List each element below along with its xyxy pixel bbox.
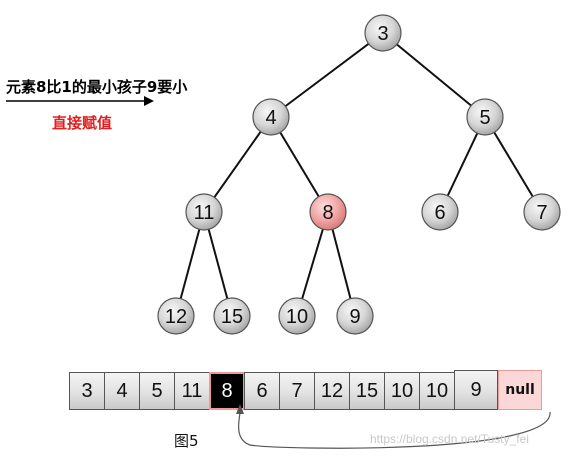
array-cell: 5 (139, 372, 175, 410)
annotation-line2: 直接赋值 (52, 114, 113, 132)
tree-node-label: 11 (194, 202, 215, 224)
array-cell: 10 (384, 372, 420, 410)
tree-node: 9 (336, 297, 374, 335)
array-cell: 6 (244, 372, 280, 410)
array-cell: 9 (454, 370, 498, 410)
tree-node-circle (336, 297, 374, 335)
tree-node: 8 (309, 193, 347, 231)
tree-node-label: 3 (377, 23, 388, 45)
right-arrow-icon (6, 96, 154, 106)
array-cell: 4 (104, 372, 140, 410)
figure-caption: 图5 (174, 432, 199, 450)
tree-node: 7 (523, 193, 561, 231)
tree-node-circle (185, 193, 223, 231)
tree-node-circle (364, 14, 402, 52)
array-cell: 3 (69, 372, 105, 410)
tree-node-label: 6 (434, 202, 445, 224)
tree-node-label: 12 (165, 306, 187, 328)
array-cell-highlight: 8 (209, 372, 245, 410)
tree-node: 12 (157, 297, 195, 335)
array-cell: 7 (279, 372, 315, 410)
heap-tree: 3 4 5 11 8 6 7 12 15 10 9 (157, 14, 561, 335)
array-cell: 15 (349, 372, 385, 410)
tree-node-label: 7 (536, 202, 547, 224)
array-cell: 11 (174, 372, 210, 410)
tree-edge (203, 116, 272, 213)
tree-node-circle (157, 297, 195, 335)
tree-node-circle (278, 297, 316, 335)
tree-edge (270, 32, 384, 118)
array-cell: 10 (419, 372, 455, 410)
tree-node: 4 (252, 98, 290, 136)
tree-node: 6 (421, 193, 459, 231)
array-cell-null: null (498, 370, 542, 410)
tree-node-circle (421, 193, 459, 231)
tree-node: 3 (364, 14, 402, 52)
tree-node-label: 8 (322, 202, 333, 224)
tree-node-circle (213, 297, 251, 335)
annotation-line1: 元素8比1的最小孩子9要小 (6, 78, 188, 96)
tree-node-circle (252, 98, 290, 136)
tree-node-label: 5 (479, 107, 490, 129)
tree-node: 5 (466, 98, 504, 136)
tree-node: 10 (278, 297, 316, 335)
tree-node-circle (466, 98, 504, 136)
array-cell: 12 (314, 372, 350, 410)
tree-node-circle (309, 193, 347, 231)
tree-node-label: 4 (265, 107, 276, 129)
tree-node-circle (523, 193, 561, 231)
tree-node: 11 (185, 193, 223, 231)
tree-node-label: 9 (349, 306, 360, 328)
tree-node: 15 (213, 297, 251, 335)
tree-node-label: 15 (221, 306, 243, 328)
tree-edge (382, 32, 486, 118)
watermark: https://blog.csdn.net/Tusty_fei (370, 432, 529, 446)
tree-node-label: 10 (286, 306, 308, 328)
